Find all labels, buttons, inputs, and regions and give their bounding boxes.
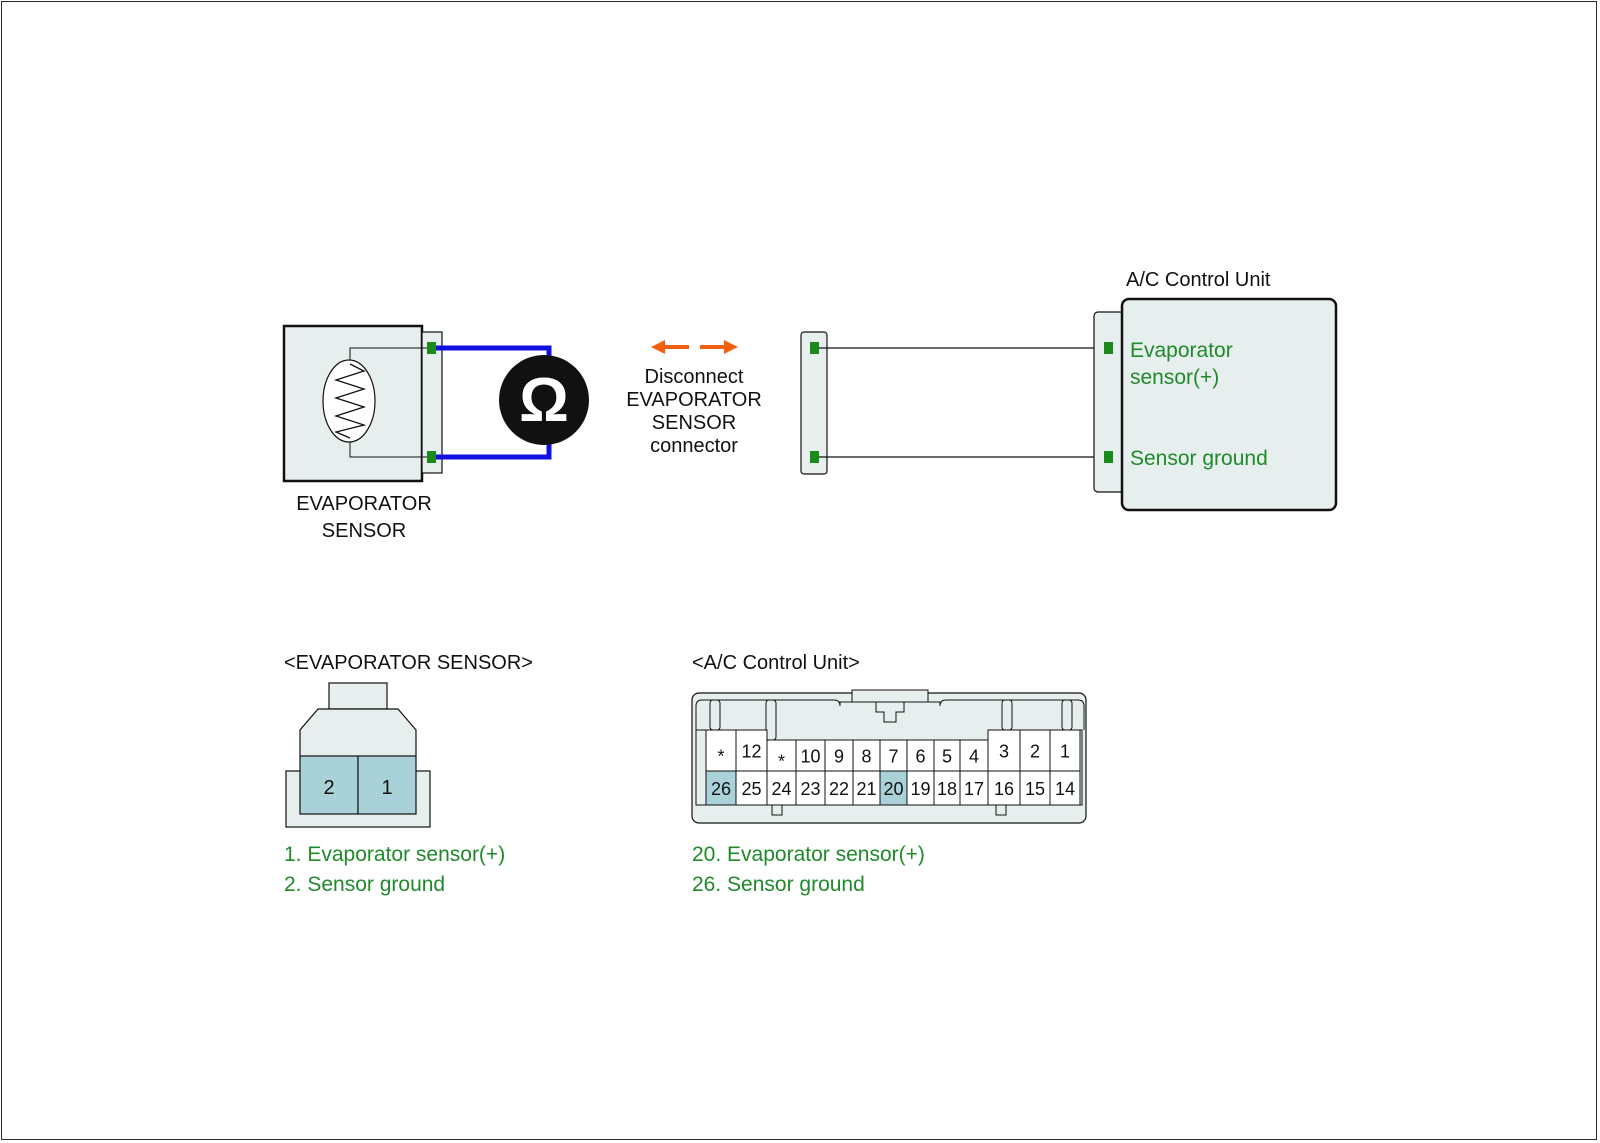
- ac-pin-label: 18: [937, 779, 957, 799]
- ac-pin-label: 15: [1025, 779, 1045, 799]
- ac-pin1-label-line1: Evaporator: [1130, 339, 1233, 362]
- ac-pin-cell: [1049, 770, 1081, 806]
- evap-terminal-bottom: [427, 451, 436, 463]
- ac-pin1-label-line2: sensor(+): [1130, 366, 1219, 389]
- ac-pin-label: 14: [1055, 779, 1075, 799]
- evap-pin-2-label: 2: [323, 777, 334, 799]
- ac-pin-cell: [852, 770, 881, 806]
- instruction-line3: SENSOR: [652, 412, 736, 434]
- disconnect-arrows-icon: [651, 340, 738, 354]
- ac-pin-cell: [1019, 729, 1051, 772]
- ac-pin-cell: [987, 770, 1021, 806]
- ac-pin-cell: [987, 729, 1021, 772]
- ac-pin-label: 10: [800, 747, 820, 767]
- evap-sensor-label-line2: SENSOR: [322, 520, 406, 542]
- evap-connector-title: <EVAPORATOR SENSOR>: [284, 652, 533, 674]
- ac-pin-cell: [852, 739, 881, 772]
- ac-pin-cell: [735, 770, 768, 806]
- ac-connector-title: <A/C Control Unit>: [692, 652, 860, 674]
- ac-pin2-label: Sensor ground: [1130, 447, 1268, 470]
- evaporator-sensor: [282, 324, 443, 483]
- harness-connector: [800, 331, 828, 475]
- ac-pin-cell: [959, 739, 989, 772]
- ac-pin-label: 6: [915, 747, 925, 767]
- ac-pin-label: 21: [856, 779, 876, 799]
- ac-pin-label: 17: [964, 779, 984, 799]
- ac-pin-cell: [735, 729, 768, 772]
- ac-pin-cell: [906, 770, 935, 806]
- instruction-line1: Disconnect: [645, 366, 744, 388]
- ac-legend-2: 26. Sensor ground: [692, 873, 865, 896]
- evap-pin-1: [357, 755, 417, 815]
- instruction-line2: EVAPORATOR: [626, 389, 762, 411]
- ac-terminal-top: [1104, 342, 1113, 354]
- ac-pin-label: 23: [800, 779, 820, 799]
- ac-legend-1: 20. Evaporator sensor(+): [692, 843, 925, 866]
- ac-pin-label: *: [778, 752, 785, 772]
- ac-pin-label: 19: [910, 779, 930, 799]
- ac-pin-cell: [1049, 729, 1081, 772]
- ac-pin-label: 1: [1060, 742, 1070, 762]
- ohmmeter-icon: Ω: [499, 355, 589, 445]
- ac-pin-label: 16: [994, 779, 1014, 799]
- ac-pin-cell: [795, 739, 826, 772]
- ac-pin-cell: [1019, 770, 1051, 806]
- ohm-symbol: Ω: [519, 366, 569, 435]
- ac-pin-label: 26: [711, 779, 731, 799]
- ac-pin-cell: [824, 739, 854, 772]
- ac-control-unit: [1093, 297, 1338, 512]
- ac-pin-label: *: [717, 747, 724, 767]
- evap-pin-2: [299, 755, 359, 815]
- ac-pin-label: 4: [969, 747, 979, 767]
- ac-pin-label: 8: [861, 747, 871, 767]
- evap-terminal-top: [427, 342, 436, 354]
- ac-pin-label: 7: [888, 747, 898, 767]
- evap-sensor-label-line1: EVAPORATOR: [296, 493, 432, 515]
- ac-pin-label: 12: [741, 742, 761, 762]
- thermistor-icon: [333, 363, 367, 439]
- instruction-line4: connector: [650, 435, 738, 457]
- ac-terminal-bottom: [1104, 451, 1113, 463]
- ac-pin-cell: [705, 729, 737, 772]
- ac-pin-label: 25: [741, 779, 761, 799]
- ac-pin-label: 3: [999, 742, 1009, 762]
- ac-pin-cell: [766, 770, 797, 806]
- evap-legend-2: 2. Sensor ground: [284, 873, 445, 896]
- ac-pin-cell: [766, 739, 797, 772]
- evap-connector-face: [285, 682, 431, 828]
- ac-pin-label: 2: [1030, 742, 1040, 762]
- ac-pin-label: 24: [771, 779, 791, 799]
- ac-pin-cell: [824, 770, 854, 806]
- ac-pin-label: 20: [883, 779, 903, 799]
- ac-pin-cell: [879, 770, 908, 806]
- evap-pin-1-label: 1: [381, 777, 392, 799]
- ac-pin-label: 22: [829, 779, 849, 799]
- ac-pin-label: 5: [942, 747, 952, 767]
- ac-pin-label: 9: [834, 747, 844, 767]
- evap-legend-1: 1. Evaporator sensor(+): [284, 843, 505, 866]
- ac-pin-cell: [906, 739, 935, 772]
- ac-unit-title: A/C Control Unit: [1126, 269, 1271, 291]
